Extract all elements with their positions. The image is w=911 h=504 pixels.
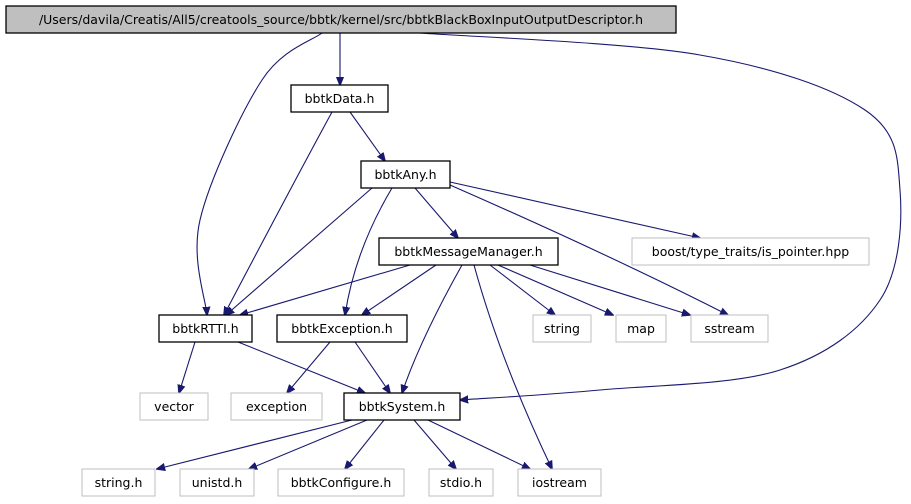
edge-any-to-msg (414, 187, 458, 238)
edge-any-to-sstream (449, 184, 728, 315)
node-label: bbtkMessageManager.h (394, 244, 542, 259)
node-box (532, 314, 592, 343)
node-box (276, 314, 408, 343)
node-label: string (544, 321, 580, 336)
node-stringh: string.h (81, 468, 156, 497)
node-box (277, 468, 405, 497)
edge-system-to-config (345, 419, 385, 469)
node-vector: vector (139, 392, 209, 421)
node-label: unistd.h (192, 475, 243, 490)
node-rtti[interactable]: bbtkRTTI.h (158, 314, 253, 343)
edge-data-to-any (349, 111, 385, 161)
edge-system-to-iostream (427, 419, 530, 469)
node-box (158, 314, 253, 343)
edge-exc-to-exception (287, 341, 331, 393)
node-label: bbtkAny.h (375, 167, 437, 182)
edge-msg-to-string (489, 264, 555, 315)
node-label: bbtkException.h (291, 321, 392, 336)
node-box (5, 5, 677, 34)
node-box (290, 84, 389, 113)
node-any[interactable]: bbtkAny.h (360, 160, 451, 189)
node-label: map (627, 321, 655, 336)
edge-system-to-unistd (249, 419, 368, 469)
node-boost: boost/type_traits/is_pointer.hpp (631, 237, 870, 266)
node-label: sstream (704, 321, 754, 336)
node-config: bbtkConfigure.h (277, 468, 405, 497)
node-box (631, 237, 870, 266)
node-stdio: stdio.h (428, 468, 494, 497)
edge-msg-to-exc (362, 264, 437, 315)
node-iostream: iostream (517, 468, 602, 497)
node-box (81, 468, 156, 497)
edge-rtti-to-vector (179, 341, 196, 393)
node-box (517, 468, 602, 497)
node-box (179, 468, 255, 497)
node-label: bbtkConfigure.h (291, 475, 392, 490)
node-exc[interactable]: bbtkException.h (276, 314, 408, 343)
node-label: string.h (95, 475, 143, 490)
node-label: iostream (532, 475, 587, 490)
edge-exc-to-system (354, 341, 390, 393)
edge-msg-to-map (497, 264, 613, 315)
edge-system-to-stdio (413, 419, 456, 469)
node-box (230, 392, 323, 421)
node-label: exception (246, 399, 307, 414)
edge-msg-to-iostream (473, 264, 552, 469)
edge-any-to-boost (449, 181, 700, 238)
edge-msg-to-sstream (529, 264, 690, 315)
node-label: stdio.h (440, 475, 482, 490)
node-msg[interactable]: bbtkMessageManager.h (378, 237, 559, 266)
edge-rtti-to-system (237, 341, 365, 393)
node-box (360, 160, 451, 189)
edge-any-to-rtti (226, 187, 373, 315)
node-unistd: unistd.h (179, 468, 255, 497)
edge-msg-to-system (402, 264, 463, 393)
node-label: bbtkSystem.h (359, 399, 446, 414)
node-box (615, 314, 667, 343)
edge-any-to-exc (345, 187, 393, 315)
node-map: map (615, 314, 667, 343)
edge-root-to-system (419, 32, 902, 400)
node-string: string (532, 314, 592, 343)
edge-system-to-stringh (157, 419, 353, 469)
node-box (378, 237, 559, 266)
node-label: boost/type_traits/is_pointer.hpp (652, 244, 849, 259)
node-box (428, 468, 494, 497)
node-box (343, 392, 461, 421)
nodes-layer: /Users/davila/Creatis/All5/creatools_sou… (5, 5, 870, 497)
edges-layer (157, 32, 902, 469)
node-box (139, 392, 209, 421)
node-label: vector (154, 399, 195, 414)
node-label: bbtkRTTI.h (172, 321, 238, 336)
edge-data-to-rtti (224, 111, 333, 315)
edge-root-to-rtti (196, 32, 323, 315)
edge-msg-to-rtti (240, 264, 411, 315)
node-data[interactable]: bbtkData.h (290, 84, 389, 113)
node-label: /Users/davila/Creatis/All5/creatools_sou… (39, 12, 643, 27)
node-sstream: sstream (690, 314, 769, 343)
node-box (690, 314, 769, 343)
node-root[interactable]: /Users/davila/Creatis/All5/creatools_sou… (5, 5, 677, 34)
node-label: bbtkData.h (305, 91, 375, 106)
node-exception: exception (230, 392, 323, 421)
node-system[interactable]: bbtkSystem.h (343, 392, 461, 421)
